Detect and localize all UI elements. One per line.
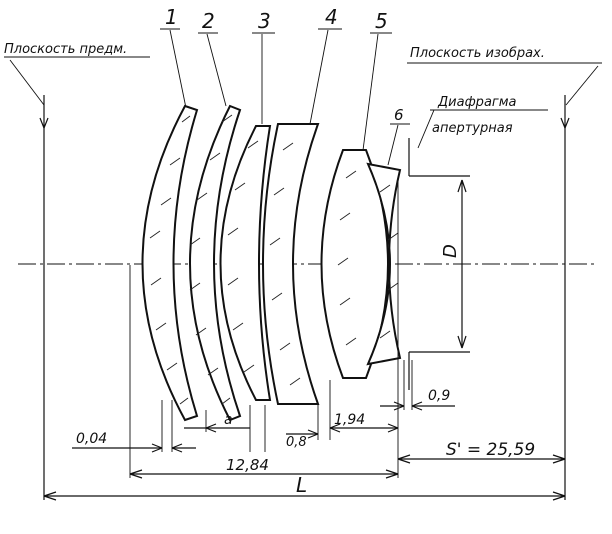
image-plane-label: Плоскость изобрах.	[410, 46, 545, 61]
lens-number-4: 4	[325, 5, 338, 29]
diameter-dimension	[457, 179, 467, 349]
dim-lens-length: 12,84	[226, 456, 269, 474]
lens-number-6: 6	[394, 106, 404, 124]
lens-4	[262, 123, 320, 405]
lens-number-2: 2	[202, 9, 215, 33]
object-plane-label: Плоскость предм.	[4, 42, 127, 57]
aperture-label-line2: апертурная	[432, 121, 513, 136]
dim-gap-194: 1,94	[334, 412, 365, 428]
lens-1	[141, 104, 199, 422]
lens-number-1: 1	[165, 5, 178, 29]
dim-gap-a: а	[224, 412, 233, 428]
object-plane-leader	[9, 59, 45, 106]
lens-number-5: 5	[375, 9, 388, 33]
aperture-leader	[417, 109, 435, 149]
dim-stop-gap: 0,9	[428, 388, 450, 404]
dim-air-gap-front: 0,04	[76, 431, 107, 447]
lens-number-underlines	[160, 28, 410, 166]
object-plane-arrow	[39, 117, 49, 129]
dimension-lines	[43, 180, 566, 501]
diameter-label: D	[440, 244, 461, 258]
lens-number-3: 3	[258, 9, 271, 33]
dim-gap-08: 0,8	[286, 435, 307, 450]
dim-overall-length: L	[296, 473, 307, 497]
image-plane-leader	[565, 65, 599, 106]
lens-2	[189, 104, 242, 422]
image-plane-arrow	[560, 117, 570, 129]
lens-3	[219, 125, 272, 401]
aperture-stop	[408, 138, 470, 390]
dim-back-focal: S' = 25,59	[446, 440, 535, 460]
lens-number-labels: 1 2 3 4 5 6	[165, 5, 404, 124]
aperture-label-line1: Диафрагма	[437, 95, 517, 110]
lens-6	[366, 162, 402, 366]
